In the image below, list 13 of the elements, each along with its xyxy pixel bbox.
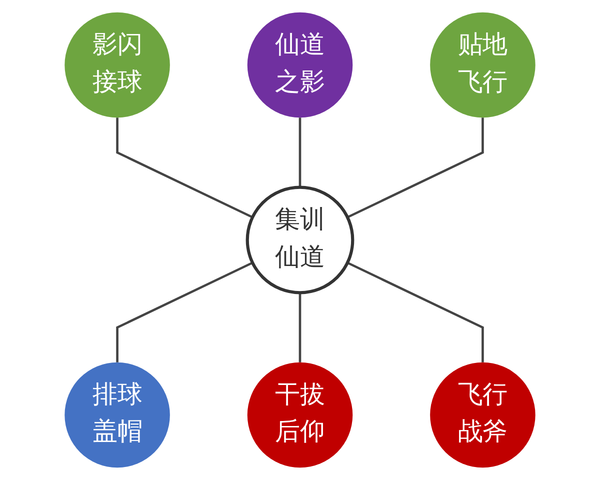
connector — [298, 292, 302, 362]
connector — [346, 118, 484, 218]
connector — [298, 118, 302, 188]
node-circle: 集训仙道 — [246, 186, 354, 294]
node-circle: 干拔后仰 — [247, 362, 353, 468]
node-circle: 仙道之影 — [247, 12, 353, 118]
connector — [116, 262, 254, 362]
node-circle: 飞行战斧 — [430, 362, 536, 468]
connector — [116, 118, 254, 218]
connector — [346, 262, 484, 362]
node-circle: 影闪接球 — [64, 12, 170, 118]
node-circle: 排球盖帽 — [64, 362, 170, 468]
node-circle: 贴地飞行 — [430, 12, 536, 118]
